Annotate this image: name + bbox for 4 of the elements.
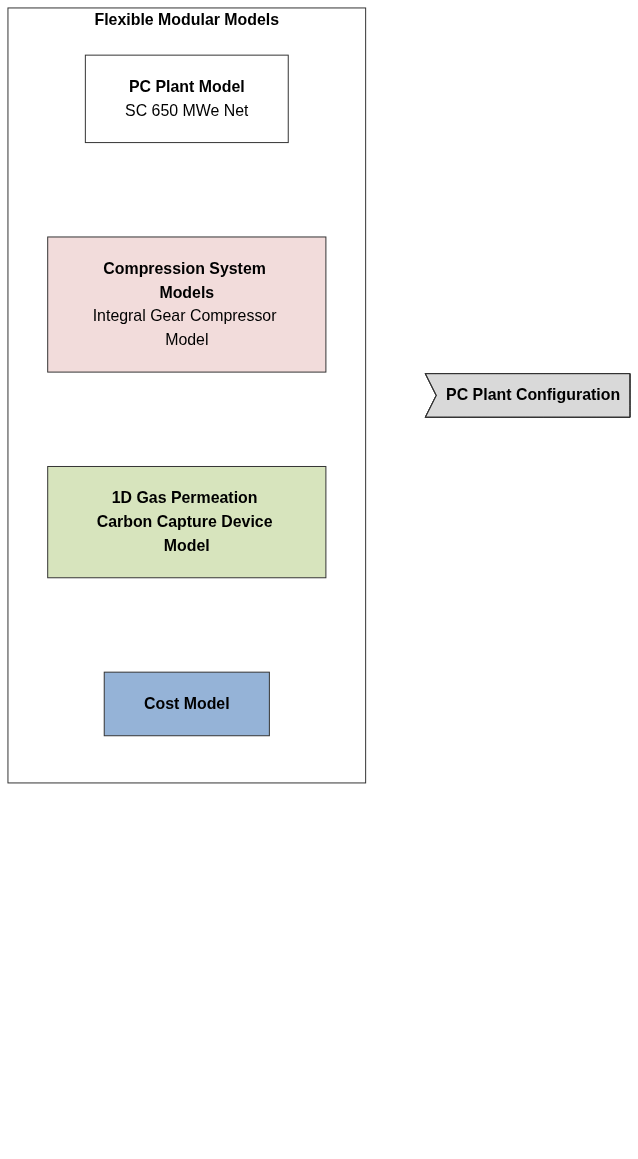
node-box: Cost Model	[103, 671, 270, 737]
node-box: PC Plant Model SC 650 MWe Net	[84, 54, 289, 144]
node-box: Compression System Models Integral Gear Compressor Model	[47, 236, 327, 373]
node-box: 1D Gas Permeation Carbon Capture Device Model	[47, 466, 327, 579]
